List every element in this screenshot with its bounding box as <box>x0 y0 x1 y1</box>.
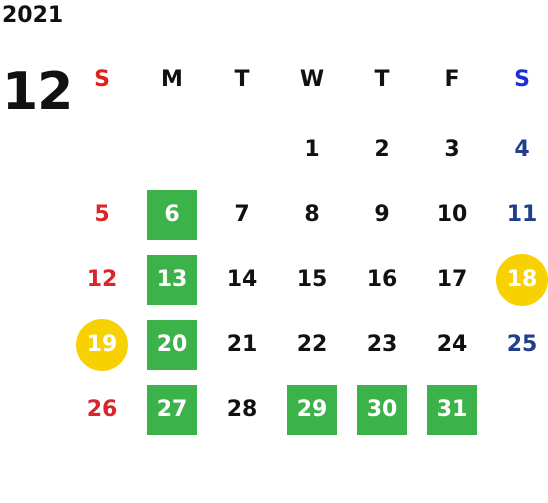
week-row: 26 27 28 29 30 31 <box>67 385 548 435</box>
day-number: 16 <box>366 267 398 292</box>
day-cell[interactable]: 2 <box>347 125 417 175</box>
empty-day-cell <box>67 125 137 175</box>
day-number: 8 <box>304 202 320 227</box>
day-number: 6 <box>164 202 180 227</box>
weekday-header-sun: S <box>67 55 137 105</box>
day-cell[interactable]: 25 <box>487 320 548 370</box>
weekday-header-mon: M <box>137 55 207 105</box>
highlight-square <box>357 385 407 435</box>
day-number: 9 <box>374 202 390 227</box>
day-number: 21 <box>226 332 258 357</box>
highlight-circle <box>496 254 548 306</box>
highlight-square <box>147 190 197 240</box>
day-number: 29 <box>296 397 328 422</box>
day-cell[interactable]: 5 <box>67 190 137 240</box>
day-number: 25 <box>506 332 538 357</box>
day-number: 19 <box>86 332 118 357</box>
day-number: 24 <box>436 332 468 357</box>
day-number: 23 <box>366 332 398 357</box>
month-number: 12 <box>2 62 73 122</box>
highlight-square <box>147 320 197 370</box>
empty-day-cell <box>487 385 548 435</box>
day-cell[interactable]: 22 <box>277 320 347 370</box>
week-row: 5 6 7 8 9 10 11 <box>67 190 548 240</box>
weekday-header-thu: T <box>347 55 417 105</box>
day-number: 26 <box>86 397 118 422</box>
day-number: 13 <box>156 267 188 292</box>
day-number: 2 <box>374 137 390 162</box>
day-number: 11 <box>506 202 538 227</box>
highlight-square <box>287 385 337 435</box>
weekday-header-wed: W <box>277 55 347 105</box>
day-cell[interactable]: 13 <box>137 255 207 305</box>
highlight-circle <box>76 319 128 371</box>
day-cell[interactable]: 16 <box>347 255 417 305</box>
empty-day-cell <box>137 125 207 175</box>
day-number: 3 <box>444 137 460 162</box>
day-cell[interactable]: 10 <box>417 190 487 240</box>
empty-day-cell <box>207 125 277 175</box>
day-cell[interactable]: 12 <box>67 255 137 305</box>
day-cell[interactable]: 31 <box>417 385 487 435</box>
highlight-square <box>147 385 197 435</box>
day-cell[interactable]: 27 <box>137 385 207 435</box>
day-cell[interactable]: 28 <box>207 385 277 435</box>
day-cell[interactable]: 9 <box>347 190 417 240</box>
day-number: 30 <box>366 397 398 422</box>
day-number: 15 <box>296 267 328 292</box>
day-cell[interactable]: 4 <box>487 125 548 175</box>
day-cell[interactable]: 3 <box>417 125 487 175</box>
day-cell[interactable]: 19 <box>67 319 137 371</box>
weekday-label: M <box>161 67 183 92</box>
day-number: 22 <box>296 332 328 357</box>
week-row: 19 20 21 22 23 24 25 <box>67 319 548 371</box>
day-cell[interactable]: 6 <box>137 190 207 240</box>
weekday-label: F <box>444 67 460 92</box>
highlight-square <box>147 255 197 305</box>
day-number: 10 <box>436 202 468 227</box>
day-number: 12 <box>86 267 118 292</box>
day-number: 1 <box>304 137 320 162</box>
day-number: 28 <box>226 397 258 422</box>
day-cell[interactable]: 30 <box>347 385 417 435</box>
day-number: 27 <box>156 397 188 422</box>
weekday-label: T <box>234 67 250 92</box>
day-number: 14 <box>226 267 258 292</box>
day-number: 31 <box>436 397 468 422</box>
week-row: 1 2 3 4 <box>67 125 548 175</box>
day-cell[interactable]: 18 <box>487 254 548 306</box>
weekday-label: T <box>374 67 390 92</box>
day-cell[interactable]: 17 <box>417 255 487 305</box>
day-number: 18 <box>506 267 538 292</box>
day-number: 4 <box>514 137 530 162</box>
day-cell[interactable]: 24 <box>417 320 487 370</box>
weekday-header-tue: T <box>207 55 277 105</box>
day-cell[interactable]: 14 <box>207 255 277 305</box>
day-cell[interactable]: 15 <box>277 255 347 305</box>
day-number: 20 <box>156 332 188 357</box>
weekday-label: S <box>94 67 110 92</box>
week-row: 12 13 14 15 16 17 18 <box>67 254 548 306</box>
weekday-header-fri: F <box>417 55 487 105</box>
day-cell[interactable]: 1 <box>277 125 347 175</box>
highlight-square <box>427 385 477 435</box>
day-number: 17 <box>436 267 468 292</box>
day-cell[interactable]: 26 <box>67 385 137 435</box>
day-number: 7 <box>234 202 250 227</box>
day-cell[interactable]: 7 <box>207 190 277 240</box>
day-cell[interactable]: 11 <box>487 190 548 240</box>
weekday-label: S <box>514 67 530 92</box>
day-cell[interactable]: 8 <box>277 190 347 240</box>
day-number: 5 <box>94 202 110 227</box>
year-label: 2021 <box>2 3 64 28</box>
day-cell[interactable]: 29 <box>277 385 347 435</box>
weekday-label: W <box>299 67 325 92</box>
weekday-header-sat: S <box>487 55 548 105</box>
day-cell[interactable]: 20 <box>137 320 207 370</box>
day-cell[interactable]: 23 <box>347 320 417 370</box>
day-cell[interactable]: 21 <box>207 320 277 370</box>
